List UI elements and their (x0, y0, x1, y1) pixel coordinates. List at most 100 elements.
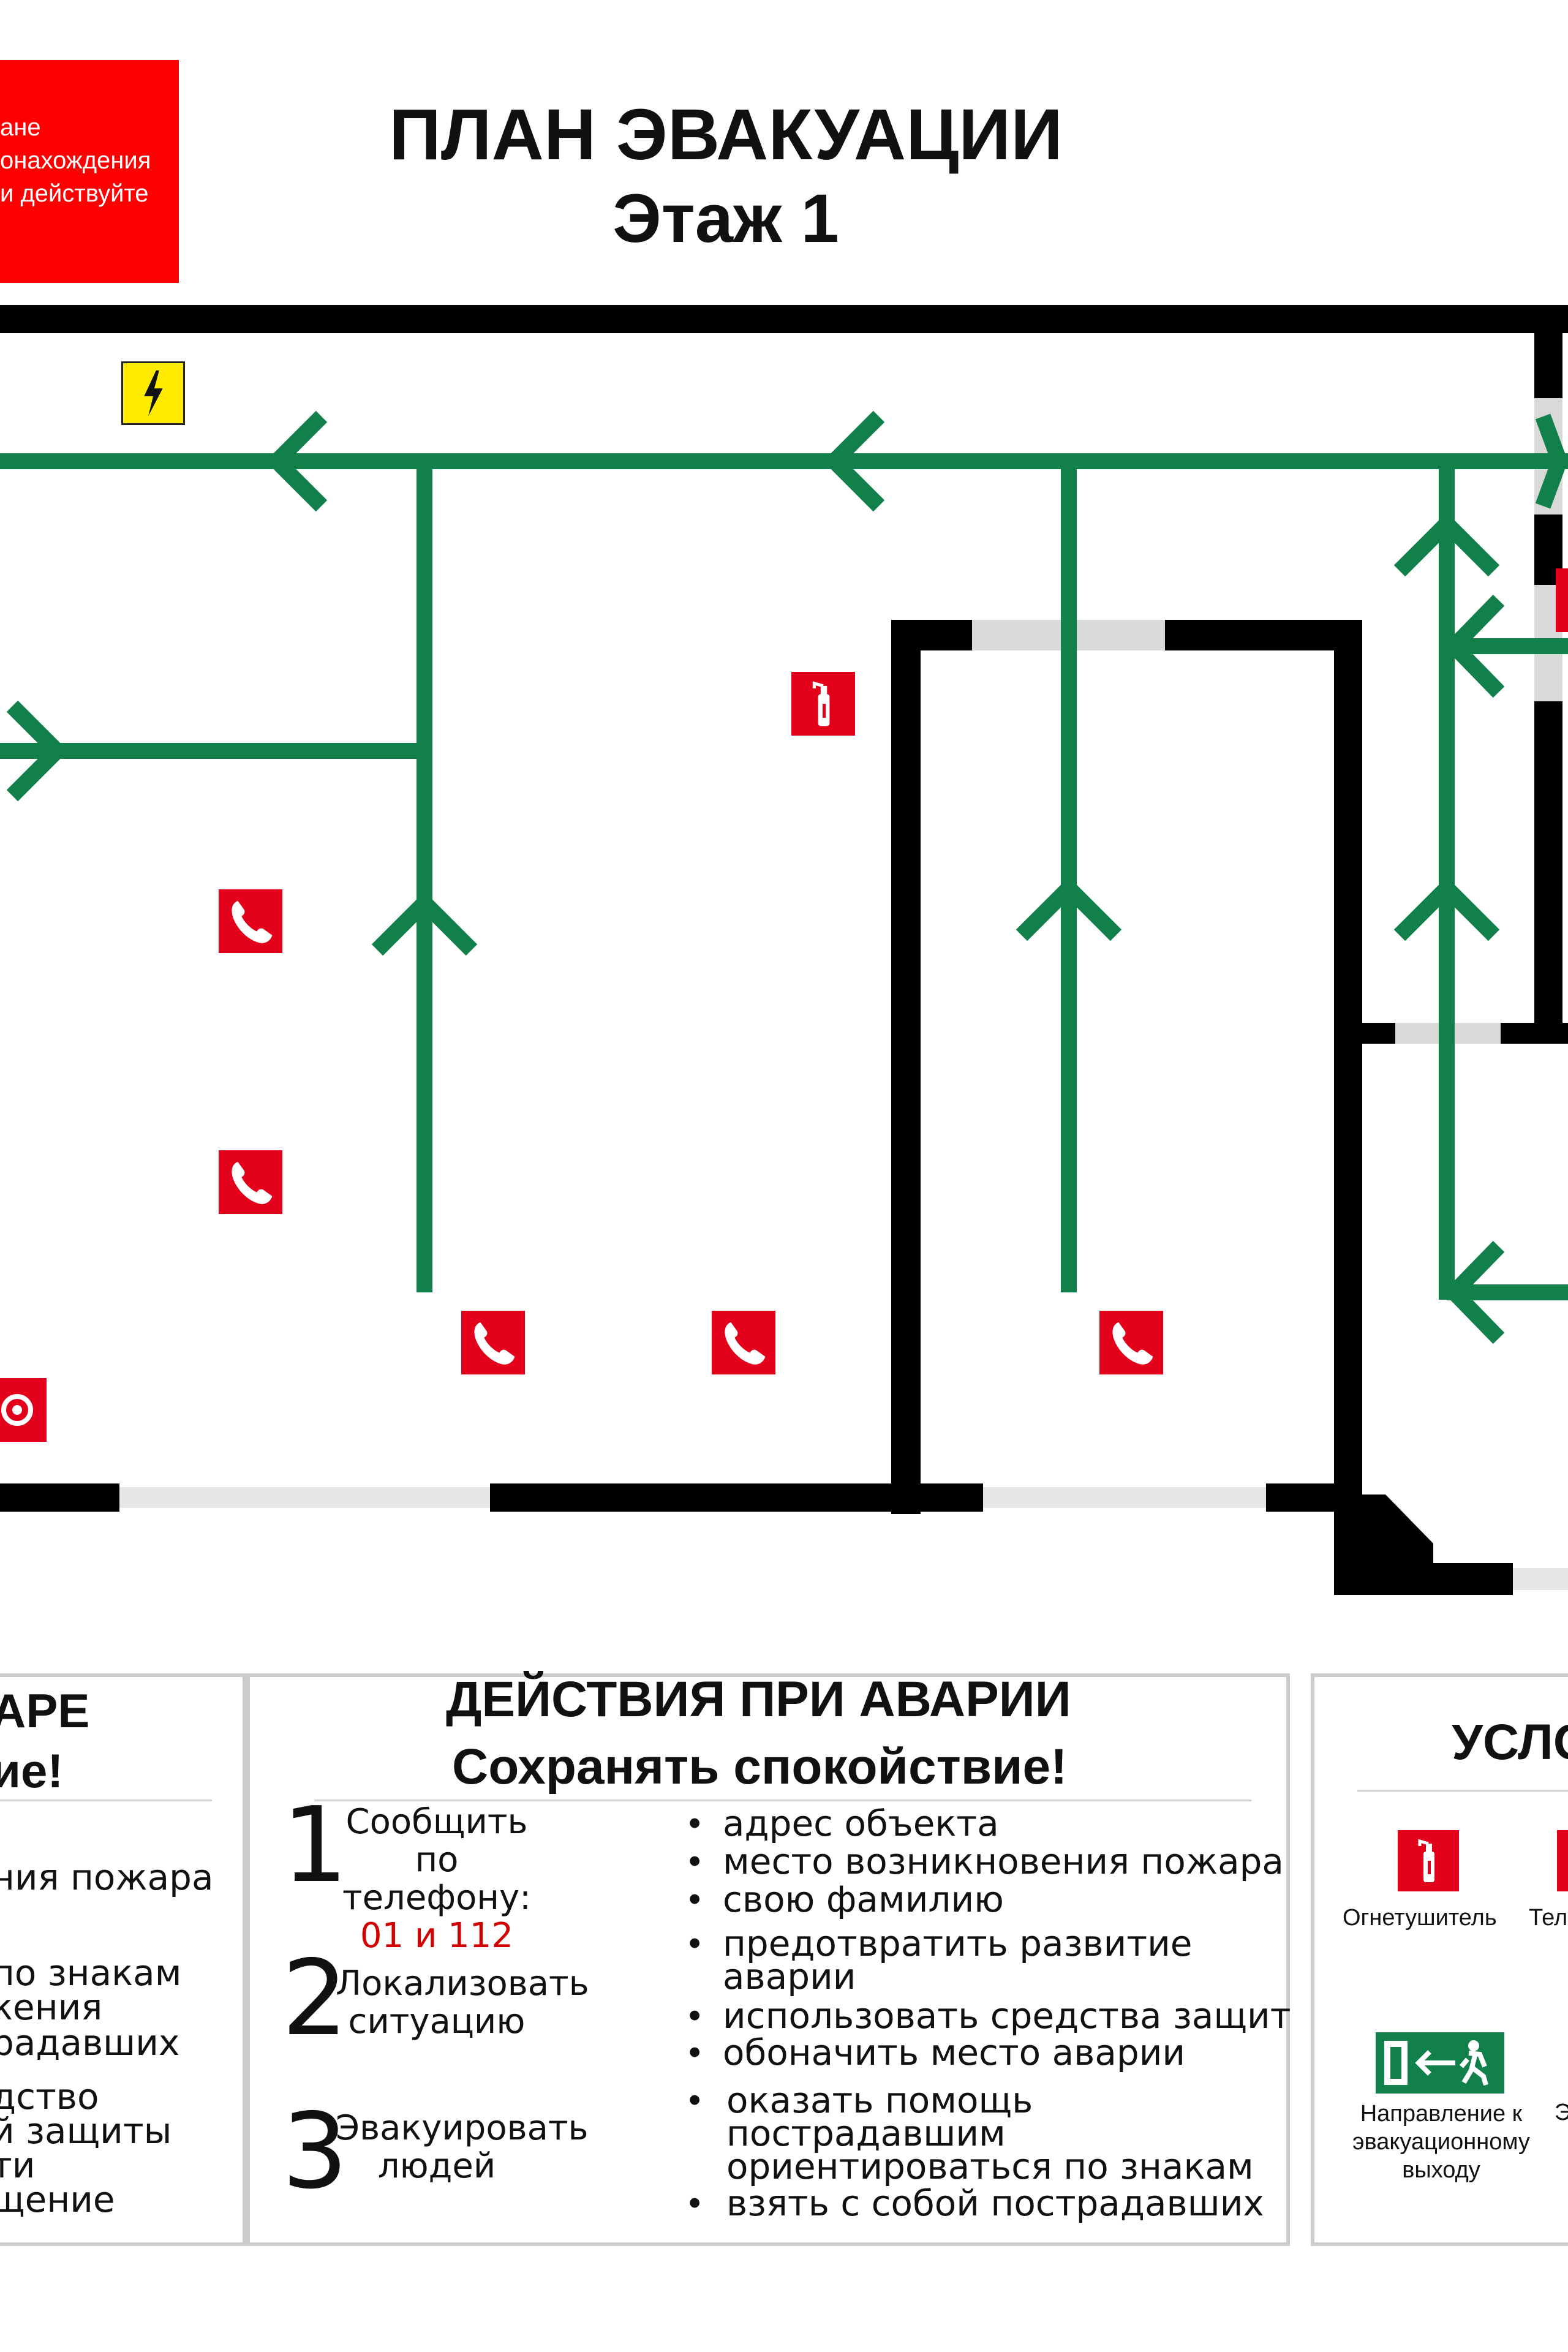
room-right-wall (1334, 620, 1362, 1594)
text-line: дство (0, 2076, 99, 2117)
step-3: Эвакуировать людей (336, 2109, 589, 2185)
arrow-up (1393, 512, 1500, 577)
bullet-text: свою фамилию (723, 1879, 1004, 1920)
window (119, 1487, 490, 1508)
high-voltage-sign (121, 361, 185, 425)
bullet-text: оказать помощь (726, 2079, 1033, 2121)
arrow-up (371, 891, 478, 956)
arrow-up (1393, 876, 1500, 941)
exit-direction-sign (1376, 2032, 1504, 2094)
step-text: телефону: (342, 1878, 532, 1918)
bullet-text: ориентироваться по знакам (726, 2146, 1254, 2187)
arrow-left (1442, 594, 1505, 698)
divider (314, 1800, 1251, 1801)
bullet-text: взять с собой пострадавших (726, 2182, 1264, 2224)
arrow-right (1535, 413, 1568, 509)
arrow-up (1016, 876, 1122, 941)
text-line: ти (0, 2144, 36, 2186)
panel-heading: ДЕЙСТВИЯ ПРИ АВАРИИ (446, 1672, 1071, 1727)
bullet-text: обоначить место аварии (723, 2032, 1186, 2073)
arrow-left (1442, 1240, 1505, 1344)
wall-corner (1348, 1494, 1433, 1568)
arrow-left (265, 410, 328, 512)
panel-subheading: Сохранять спокойствие! (452, 1739, 1068, 1795)
notice-line: онахождения (0, 147, 151, 174)
extinguisher-icon (812, 681, 830, 726)
bullet: • (688, 2032, 701, 2072)
legend-extinguisher-sign (1398, 1830, 1459, 1891)
exit-arrow-icon (1384, 2040, 1488, 2086)
legend-text: выходу (1402, 2157, 1480, 2183)
bullet: • (688, 1841, 701, 1881)
text-line: щение (0, 2179, 115, 2220)
phone-icon (1112, 1322, 1153, 1365)
step-number: 3 (282, 2091, 349, 2212)
top-wall (0, 305, 1568, 333)
text-line: ния пожара (0, 1856, 214, 1898)
bullet: • (688, 1923, 701, 1963)
phone-icon (725, 1322, 766, 1365)
title-main: ПЛАН ЭВАКУАЦИИ (389, 94, 1063, 175)
legend-label: Э (1555, 2100, 1568, 2125)
arrow-right (6, 700, 69, 802)
bullet-text: аварии (723, 1956, 856, 1997)
bullet: • (688, 1803, 701, 1843)
bullet-text: место возникновения пожара (723, 1841, 1284, 1882)
title-floor: Этаж 1 (612, 180, 839, 257)
legend-label: Огнетушитель (1343, 1905, 1497, 1931)
hose-icon (1, 1394, 33, 1426)
step-text: Сообщить по (345, 1802, 528, 1880)
step-text: Локализовать (336, 1964, 589, 2003)
window (983, 1487, 1266, 1508)
text-line: й защиты (0, 2110, 172, 2152)
legend-label: Тел (1529, 1905, 1568, 1931)
legend-text: Направление к (1360, 2101, 1523, 2127)
divider (0, 1800, 212, 1801)
arrow-left (823, 410, 885, 512)
bottom-wall-4 (1334, 1563, 1513, 1595)
step-number: 1 (282, 1785, 349, 1906)
bottom-wall-3 (1266, 1483, 1352, 1512)
phone-sign (1099, 1311, 1163, 1374)
safety-notice: ане онахождения и действуйте (0, 60, 179, 283)
corridor-wall-right (1501, 1023, 1568, 1044)
bullet: • (688, 2080, 701, 2120)
legend-text: эвакуационному (1352, 2129, 1530, 2155)
legend-label: Направление к эвакуационному выходу (1340, 2100, 1542, 2184)
lightning-icon (144, 370, 163, 417)
bullet-text: пострадавшим (726, 2113, 1006, 2154)
corridor-wall (1362, 1023, 1395, 1044)
text-line: радавших (0, 2022, 180, 2064)
step-2: Локализовать ситуацию (336, 1964, 589, 2041)
legend-phone-sign-partial (1557, 1830, 1568, 1891)
bullet: • (688, 1996, 701, 2035)
phone-icon (232, 900, 273, 943)
bullet-text: адрес объекта (723, 1803, 999, 1844)
openings (119, 398, 1568, 1590)
bottom-wall-2 (490, 1483, 983, 1512)
window (1513, 1568, 1568, 1590)
bullet: • (688, 2183, 701, 2223)
divider (1357, 1790, 1568, 1792)
emergency-numbers: 01 и 112 (360, 1916, 514, 1956)
bullet-text: использовать средства защит (723, 1995, 1291, 2037)
fire-hose-sign (0, 1378, 47, 1442)
notice-line: ане (0, 114, 41, 141)
bullet: • (688, 1879, 701, 1919)
page-title: ПЛАН ЭВАКУАЦИИ Этаж 1 (245, 92, 1207, 260)
phone-icon (474, 1322, 515, 1365)
step-text: ситуацию (348, 2002, 526, 2041)
accident-actions-panel: ДЕЙСТВИЯ ПРИ АВАРИИ Сохранять спокойстви… (246, 1672, 1291, 2246)
fire-extinguisher-sign-partial (1556, 568, 1568, 632)
step-1: Сообщить по телефону: 01 и 112 (336, 1803, 538, 1955)
phone-sign (712, 1311, 775, 1374)
room-left-wall (891, 620, 921, 1514)
bottom-wall-1 (0, 1483, 119, 1512)
phone-sign (219, 1150, 282, 1214)
phone-sign (461, 1311, 525, 1374)
step-number: 2 (282, 1938, 349, 2059)
fire-extinguisher-sign (791, 672, 855, 736)
text-line: по знакам (0, 1952, 182, 1994)
